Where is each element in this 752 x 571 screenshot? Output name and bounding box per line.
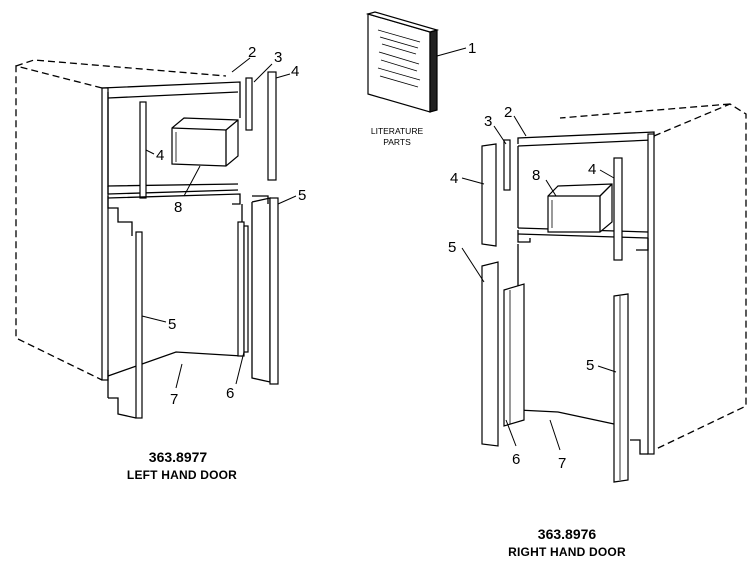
- left-door-caption: LEFT HAND DOOR: [127, 468, 237, 482]
- right-callout-5-right: 5: [586, 357, 594, 374]
- left-callout-5-left: 5: [168, 316, 176, 333]
- left-door-assembly: [15, 59, 279, 419]
- left-model-number: 363.8977: [149, 449, 208, 465]
- right-callout-8: 8: [532, 167, 540, 184]
- literature-label: LITERATURE: [371, 126, 424, 136]
- right-leader-lines: [461, 115, 617, 451]
- left-callout-3: 3: [274, 49, 282, 66]
- left-callout-4-left: 4: [156, 147, 164, 164]
- left-callout-5-right: 5: [298, 187, 306, 204]
- left-leader-lines: [141, 57, 297, 389]
- right-callout-7: 7: [558, 455, 566, 472]
- right-callout-5-left: 5: [448, 239, 456, 256]
- left-callout-2: 2: [248, 44, 256, 61]
- right-model-number: 363.8976: [538, 526, 597, 542]
- right-callout-3: 3: [484, 113, 492, 130]
- right-callout-4-right: 4: [588, 161, 596, 178]
- right-callout-2: 2: [504, 104, 512, 121]
- left-callout-6: 6: [226, 385, 234, 402]
- left-callout-8: 8: [174, 199, 182, 216]
- right-door-assembly: [481, 103, 747, 483]
- right-callout-6: 6: [512, 451, 520, 468]
- left-callout-4-right: 4: [291, 63, 299, 80]
- parts-label: PARTS: [383, 137, 411, 147]
- right-callout-4-left: 4: [450, 170, 458, 187]
- literature-booklet: [365, 11, 467, 113]
- left-callout-7: 7: [170, 391, 178, 408]
- callout-literature-1: 1: [468, 40, 476, 57]
- right-door-caption: RIGHT HAND DOOR: [508, 545, 626, 559]
